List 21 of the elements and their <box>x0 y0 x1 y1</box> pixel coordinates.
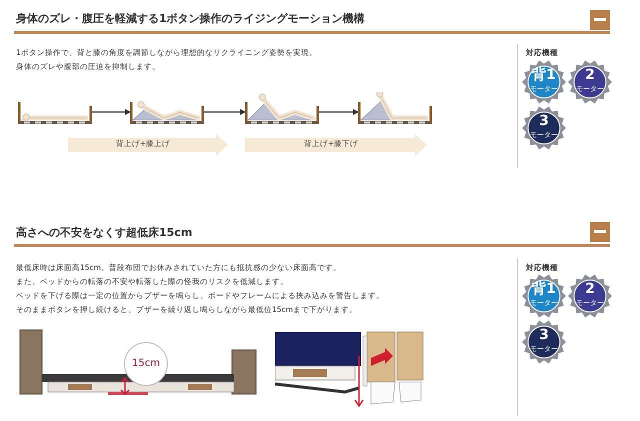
height-value: 15cm <box>131 358 161 369</box>
magnifier-circle <box>124 342 168 386</box>
arrow <box>319 109 359 115</box>
arrow <box>204 109 246 115</box>
motor-badge <box>568 274 612 318</box>
badge-number: 背1 <box>531 282 557 297</box>
arrow-band <box>68 134 228 156</box>
badge-number: 3 <box>538 328 550 343</box>
badge-number: 背1 <box>531 68 557 83</box>
badge-number: 2 <box>584 68 596 83</box>
motor-badge <box>568 60 612 104</box>
motor-badge <box>522 320 566 364</box>
badge-number: 2 <box>584 282 596 297</box>
badge-number: 3 <box>538 114 550 129</box>
section-heading: 身体のズレ・腹圧を軽減する1ボタン操作のライジングモーション機構 <box>16 11 365 26</box>
arrow-band <box>245 134 427 156</box>
arrow <box>92 109 131 115</box>
motor-badge <box>522 60 566 104</box>
section-heading: 高さへの不安をなくす超低床15cm <box>16 225 192 240</box>
motor-badge <box>522 106 566 150</box>
motor-badge <box>522 274 566 318</box>
